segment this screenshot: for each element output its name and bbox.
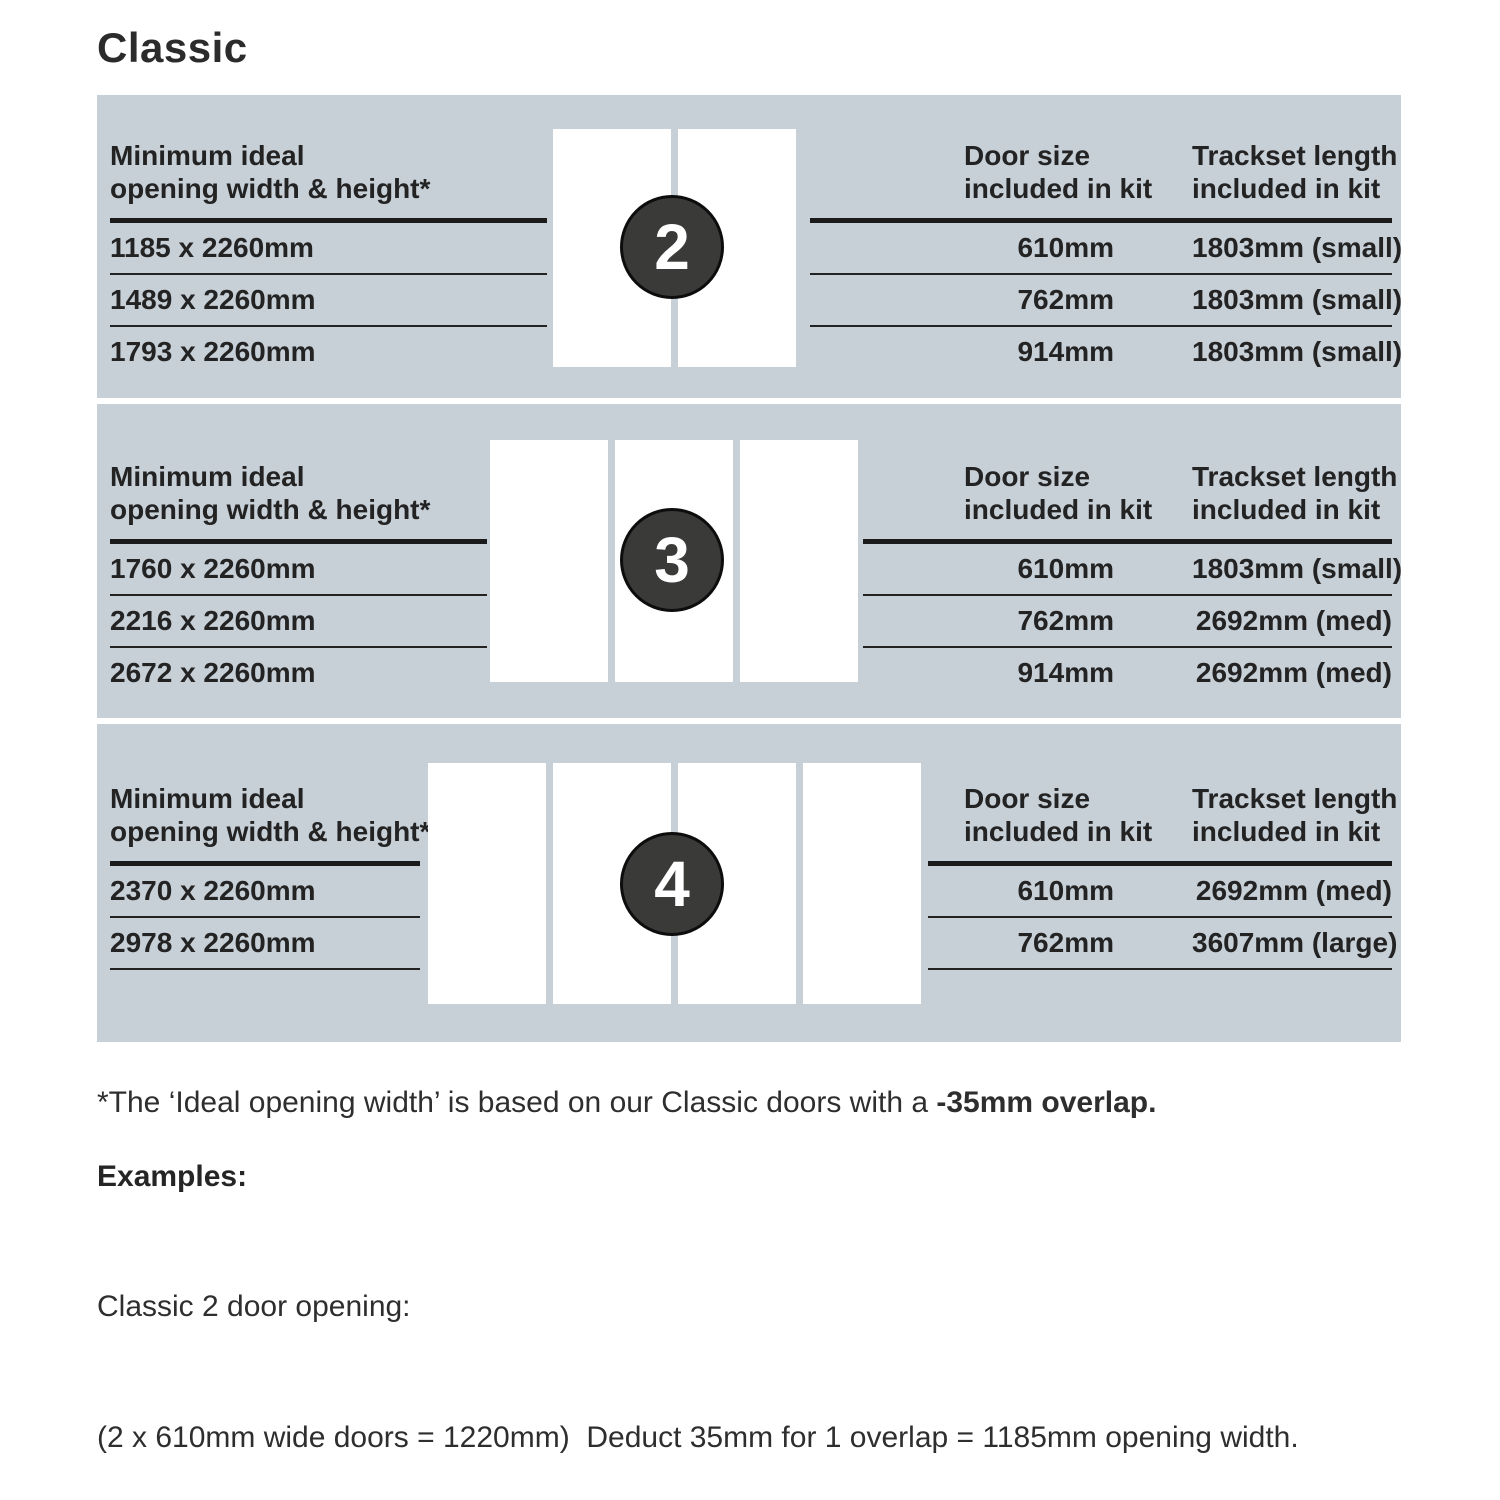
door-size-value: 914mm [1017, 336, 1114, 367]
table-row: 2370 x 2260mm [110, 866, 420, 918]
trackset-value: 1803mm (small) [1192, 284, 1403, 315]
opening-size-value: 1489 x 2260mm [110, 284, 316, 315]
door-panel [740, 440, 858, 682]
footnote: *The ‘Ideal opening width’ is based on o… [97, 1086, 1156, 1120]
opening-size-header: Minimum ideal opening width & height* [110, 460, 487, 544]
table-row: 914mm 2692mm (med) [863, 648, 1392, 698]
kit-table-header: Door size included in kit Trackset lengt… [928, 782, 1398, 866]
opening-size-value: 1793 x 2260mm [110, 336, 316, 367]
kit-table: Door size included in kit Trackset lengt… [863, 460, 1403, 698]
footnote-bold-text: -35mm overlap. [936, 1086, 1157, 1119]
trackset-length-header: Trackset length included in kit [1192, 140, 1398, 204]
door-count-badge: 4 [620, 832, 724, 936]
trackset-value: 2692mm (med) [1195, 657, 1392, 688]
trackset-value: 1803mm (small) [1192, 553, 1403, 584]
opening-size-header-line1: Minimum ideal [110, 461, 305, 492]
table-row: 610mm 2692mm (med) [928, 866, 1392, 918]
kit-table-header: Door size included in kit Trackset lengt… [863, 460, 1398, 544]
spec-panel-2-door: Minimum ideal opening width & height* 11… [97, 95, 1403, 398]
opening-size-value: 2978 x 2260mm [110, 927, 316, 958]
opening-size-value: 2216 x 2260mm [110, 605, 316, 636]
kit-table-header: Door size included in kit Trackset lengt… [810, 139, 1398, 223]
door-panel [428, 763, 546, 1004]
table-row: 1760 x 2260mm [110, 544, 487, 596]
opening-size-value: 1760 x 2260mm [110, 553, 316, 584]
opening-size-table: Minimum ideal opening width & height* 23… [110, 782, 431, 970]
table-row: 762mm 1803mm (small) [810, 275, 1403, 327]
door-size-header: Door size included in kit [964, 140, 1153, 204]
door-count-badge: 3 [620, 508, 724, 612]
opening-size-table: Minimum ideal opening width & height* 11… [110, 139, 547, 377]
table-row: 1489 x 2260mm [110, 275, 547, 327]
table-row: 2978 x 2260mm [110, 918, 420, 970]
table-row: 2216 x 2260mm [110, 596, 487, 648]
example-line: Classic 2 door opening: [97, 1290, 411, 1323]
trackset-length-header: Trackset length included in kit [1192, 783, 1398, 847]
spec-panel-4-door: Minimum ideal opening width & height* 23… [97, 724, 1401, 1042]
opening-size-header: Minimum ideal opening width & height* [110, 139, 547, 223]
door-size-header: Door size included in kit [964, 461, 1153, 525]
trackset-value: 1803mm (small) [1192, 336, 1403, 367]
examples-heading: Examples: [97, 1160, 248, 1193]
door-size-value: 762mm [1017, 605, 1114, 636]
opening-size-header-line2: opening width & height* [110, 173, 431, 204]
table-row: 762mm 2692mm (med) [863, 596, 1392, 648]
table-row: 610mm 1803mm (small) [810, 223, 1403, 275]
examples-list: Classic 2 door opening: (2 x 610mm wide … [97, 1198, 1316, 1500]
example-line: (2 x 610mm wide doors = 1220mm) Deduct 3… [97, 1420, 1299, 1454]
opening-size-value: 2370 x 2260mm [110, 875, 316, 906]
door-diagram-4 [428, 763, 921, 1004]
door-panel [803, 763, 921, 1004]
trackset-value: 3607mm (large) [1192, 927, 1398, 958]
door-count-badge: 2 [620, 195, 724, 299]
table-row: 610mm 1803mm (small) [863, 544, 1403, 596]
trackset-length-header: Trackset length included in kit [1192, 461, 1398, 525]
opening-size-header-line2: opening width & height* [110, 494, 431, 525]
spec-panel-3-door: Minimum ideal opening width & height* 17… [97, 404, 1403, 718]
table-row: 762mm 3607mm (large) [928, 918, 1398, 970]
trackset-value: 2692mm (med) [1195, 605, 1392, 636]
door-size-value: 762mm [1017, 284, 1114, 315]
trackset-value: 2692mm (med) [1195, 875, 1392, 906]
opening-size-header-line2: opening width & height* [110, 816, 431, 847]
page-title: Classic [97, 24, 248, 71]
table-row: 1185 x 2260mm [110, 223, 547, 275]
table-row: 914mm 1803mm (small) [810, 327, 1403, 377]
opening-size-header: Minimum ideal opening width & height* [110, 782, 431, 866]
table-row: 1793 x 2260mm [110, 327, 547, 377]
door-diagram-3 [490, 440, 858, 682]
opening-size-header-line1: Minimum ideal [110, 140, 305, 171]
opening-size-value: 2672 x 2260mm [110, 657, 316, 688]
door-size-value: 762mm [1017, 927, 1114, 958]
door-size-value: 610mm [1017, 232, 1114, 263]
door-size-value: 914mm [1017, 657, 1114, 688]
opening-size-value: 1185 x 2260mm [110, 232, 314, 263]
door-size-value: 610mm [1017, 553, 1114, 584]
table-row: 2672 x 2260mm [110, 648, 487, 698]
kit-table: Door size included in kit Trackset lengt… [810, 139, 1403, 377]
door-size-value: 610mm [1017, 875, 1114, 906]
opening-size-header-line1: Minimum ideal [110, 783, 305, 814]
door-size-header: Door size included in kit [964, 783, 1153, 847]
opening-size-table: Minimum ideal opening width & height* 17… [110, 460, 487, 698]
footnote-text: *The ‘Ideal opening width’ is based on o… [97, 1086, 937, 1119]
trackset-value: 1803mm (small) [1192, 232, 1403, 263]
kit-table: Door size included in kit Trackset lengt… [928, 782, 1398, 970]
door-panel [490, 440, 608, 682]
